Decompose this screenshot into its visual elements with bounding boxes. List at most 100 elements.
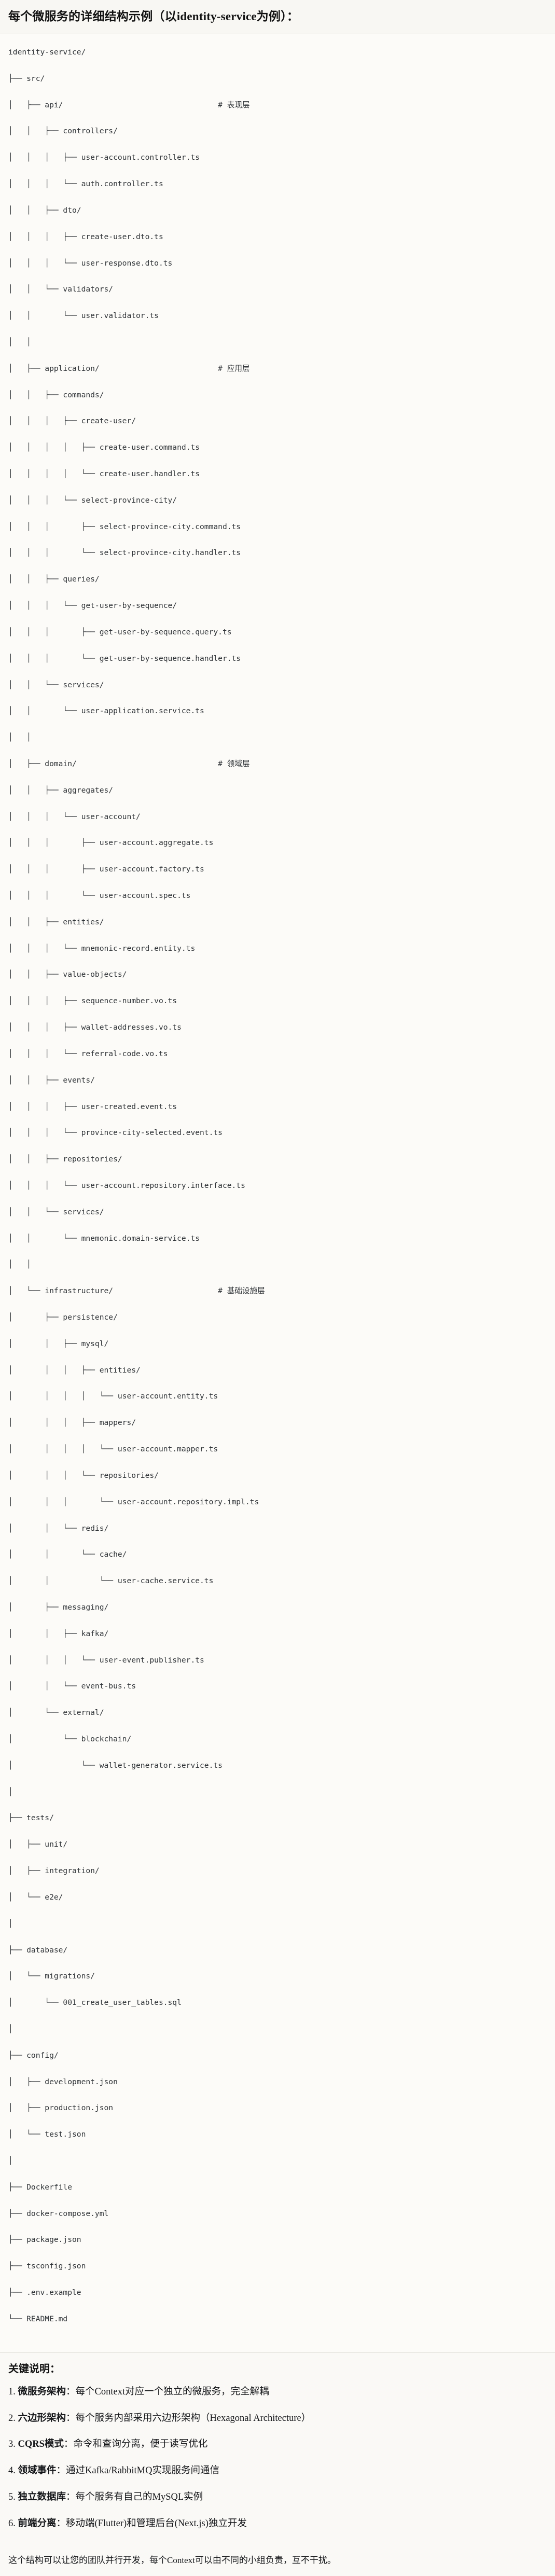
tree-line: │ └── infrastructure/ # 基础设施层 — [8, 1286, 265, 1296]
tree-line: │ │ ├── aggregates/ — [8, 785, 114, 795]
tree-line: │ │ └── mnemonic.domain-service.ts — [8, 1234, 200, 1243]
tree-line: │ │ │ │ └── user-account.mapper.ts — [8, 1445, 218, 1454]
tree-line: │ — [8, 2156, 13, 2166]
tree-line: │ │ — [8, 1260, 31, 1269]
key-note-label: 微服务架构 — [18, 2386, 66, 2397]
tree-line: │ │ │ └── user-account.repository.impl.t… — [8, 1497, 259, 1506]
tree-line: ├── tests/ — [8, 1813, 54, 1823]
tree-line: │ │ │ └── auth.controller.ts — [8, 179, 163, 189]
tree-line-comment: # 领域层 — [218, 759, 250, 768]
key-note-label: 六边形架构 — [18, 2413, 66, 2423]
key-note-index: 2. — [8, 2413, 18, 2423]
tree-line: │ │ └── services/ — [8, 680, 104, 689]
tree-line: │ │ │ ├── user-account.aggregate.ts — [8, 838, 214, 848]
key-note-body: ：每个Context对应一个独立的微服务，完全解耦 — [66, 2386, 269, 2397]
tree-line: │ └── migrations/ — [8, 1972, 95, 1981]
key-note-item: 3. CQRS模式：命令和查询分离，便于读写优化 — [8, 2437, 547, 2452]
tree-line: │ │ │ └── mnemonic-record.entity.ts — [8, 944, 196, 953]
tree-line: │ │ │ ├── entities/ — [8, 1365, 141, 1375]
tree-line: │ │ — [8, 337, 31, 347]
tree-line-comment: # 表现层 — [218, 100, 250, 109]
directory-tree-block: identity-service/ ├── src/ │ ├── api/ # … — [0, 34, 555, 2353]
tree-line: │ │ ├── commands/ — [8, 390, 104, 399]
tree-line: │ │ │ └── select-province-city.handler.t… — [8, 548, 241, 558]
tree-line: │ │ └── user-cache.service.ts — [8, 1576, 214, 1586]
tree-line: │ │ │ ├── get-user-by-sequence.query.ts — [8, 627, 232, 636]
tree-line: │ │ ├── repositories/ — [8, 1155, 122, 1164]
tree-line: │ — [8, 2024, 13, 2033]
tree-line: │ — [8, 1787, 13, 1796]
tree-line: │ │ │ ├── user-account.controller.ts — [8, 153, 200, 162]
key-note-item: 2. 六边形架构：每个服务内部采用六边形架构（Hexagonal Archite… — [8, 2412, 547, 2426]
tree-line: │ │ │ └── get-user-by-sequence.handler.t… — [8, 654, 241, 663]
key-notes-title: 关键说明： — [8, 2363, 60, 2375]
tree-line: │ │ │ ├── wallet-addresses.vo.ts — [8, 1023, 182, 1032]
tree-line: │ │ — [8, 733, 31, 742]
tree-line: │ │ │ ├── user-account.factory.ts — [8, 865, 204, 874]
tree-line: │ │ ├── entities/ — [8, 917, 104, 926]
tree-line: │ │ │ └── get-user-by-sequence/ — [8, 601, 177, 611]
key-note-body: ：命令和查询分离，便于读写优化 — [63, 2439, 208, 2450]
tree-line: │ │ │ └── user-response.dto.ts — [8, 258, 173, 268]
tree-line: │ │ └── redis/ — [8, 1524, 109, 1533]
tree-line: │ │ └── cache/ — [8, 1550, 127, 1559]
tree-line: │ │ │ ├── create-user.dto.ts — [8, 232, 163, 241]
tree-line: │ │ │ │ └── create-user.handler.ts — [8, 469, 200, 479]
tree-line: │ ├── development.json — [8, 2077, 118, 2086]
tree-line: │ │ │ └── user-account/ — [8, 812, 141, 821]
tree-line: │ ├── domain/ # 领域层 — [8, 759, 250, 768]
tree-line: │ — [8, 1919, 13, 1928]
key-note-body: ：移动端(Flutter)和管理后台(Next.js)独立开发 — [56, 2518, 247, 2529]
key-notes-section: 关键说明： 1. 微服务架构：每个Context对应一个独立的微服务，完全解耦 2… — [0, 2352, 555, 2551]
tree-line: ├── database/ — [8, 1945, 68, 1955]
tree-line: │ ├── integration/ — [8, 1866, 100, 1876]
tree-line: ├── config/ — [8, 2051, 59, 2060]
key-note-label: CQRS模式 — [18, 2439, 64, 2450]
key-note-index: 6. — [8, 2518, 18, 2529]
tree-line: │ │ └── validators/ — [8, 285, 114, 294]
tree-line: │ │ ├── mysql/ — [8, 1339, 109, 1348]
tree-line: │ │ │ ├── sequence-number.vo.ts — [8, 996, 177, 1006]
key-note-item: 1. 微服务架构：每个Context对应一个独立的微服务，完全解耦 — [8, 2385, 547, 2399]
page-title: 每个微服务的详细结构示例（以identity-service为例）： — [8, 10, 299, 23]
key-note-index: 1. — [8, 2386, 18, 2397]
tree-line: │ ├── unit/ — [8, 1840, 68, 1849]
tree-line: └── README.md — [8, 2314, 68, 2323]
key-note-item: 4. 领域事件：通过Kafka/RabbitMQ实现服务间通信 — [8, 2464, 547, 2478]
tree-line-comment: # 应用层 — [218, 364, 250, 373]
tree-line: │ ├── persistence/ — [8, 1313, 118, 1322]
tree-line: │ │ │ └── user-account.spec.ts — [8, 891, 191, 901]
tree-line: │ │ ├── dto/ — [8, 205, 81, 215]
tree-line: │ ├── production.json — [8, 2103, 114, 2113]
tree-line: │ ├── messaging/ — [8, 1602, 109, 1612]
tree-line: ├── Dockerfile — [8, 2182, 73, 2192]
tree-line: ├── package.json — [8, 2235, 81, 2245]
key-note-label: 前端分离 — [18, 2518, 57, 2529]
tree-line: │ │ │ ├── select-province-city.command.t… — [8, 522, 241, 531]
tree-line: │ └── e2e/ — [8, 1892, 63, 1902]
tree-line: │ │ │ ├── create-user/ — [8, 417, 136, 426]
key-note-body: ：通过Kafka/RabbitMQ实现服务间通信 — [56, 2466, 219, 2476]
directory-tree: identity-service/ ├── src/ │ ├── api/ # … — [8, 46, 547, 2339]
key-note-index: 3. — [8, 2439, 18, 2450]
tree-line: │ └── 001_create_user_tables.sql — [8, 1998, 182, 2007]
page-header: 每个微服务的详细结构示例（以identity-service为例）： — [0, 0, 555, 35]
tree-line: │ └── test.json — [8, 2130, 86, 2139]
tree-line: ├── docker-compose.yml — [8, 2209, 109, 2218]
tree-line: │ └── blockchain/ — [8, 1735, 132, 1744]
tree-line: │ │ └── user-application.service.ts — [8, 707, 204, 716]
key-note-body: ：每个服务有自己的MySQL实例 — [66, 2491, 203, 2502]
key-note-index: 5. — [8, 2491, 18, 2502]
tree-line: │ │ │ ├── user-created.event.ts — [8, 1102, 177, 1111]
tree-line: │ └── wallet-generator.service.ts — [8, 1761, 223, 1770]
tree-line: │ │ └── event-bus.ts — [8, 1682, 136, 1691]
tree-line: identity-service/ — [8, 48, 86, 57]
tree-line: │ │ │ ├── mappers/ — [8, 1418, 136, 1428]
tree-line: │ ├── api/ # 表现层 — [8, 100, 250, 109]
key-note-label: 领域事件 — [18, 2466, 57, 2476]
key-note-index: 4. — [8, 2466, 18, 2476]
tree-line: │ │ ├── events/ — [8, 1075, 95, 1085]
tree-line: │ ├── application/ # 应用层 — [8, 364, 250, 373]
tree-line: │ └── external/ — [8, 1708, 104, 1718]
